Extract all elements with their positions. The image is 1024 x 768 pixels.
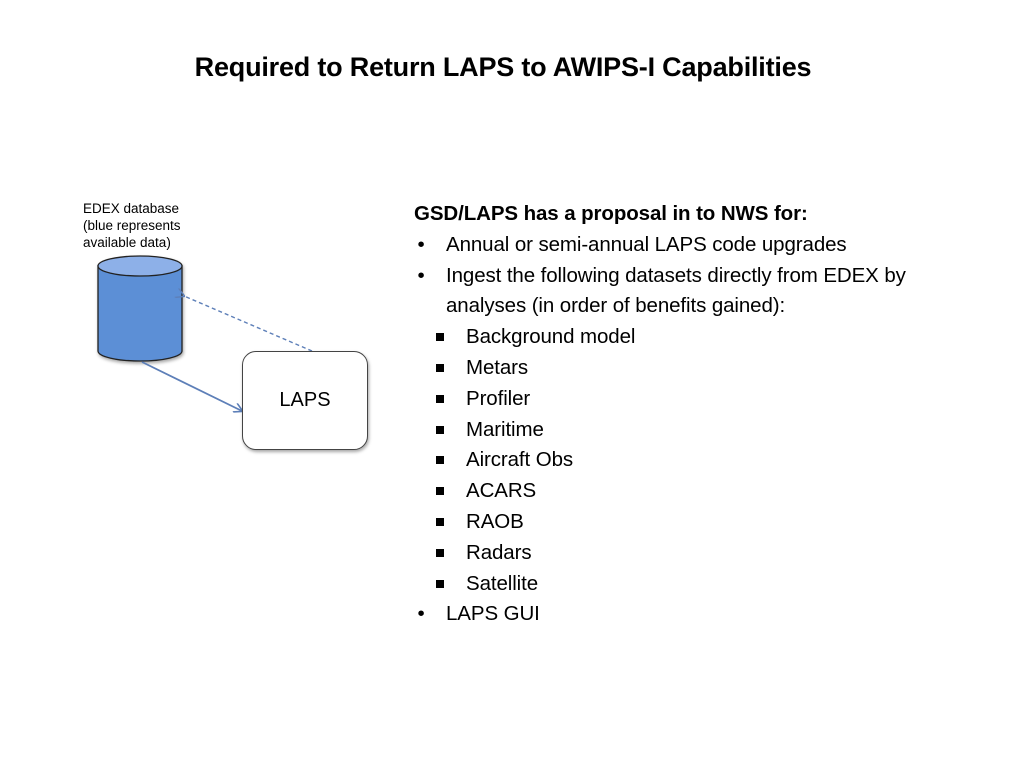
database-label-line: (blue represents <box>83 218 181 233</box>
proposal-content: GSD/LAPS has a proposal in to NWS for: •… <box>414 199 974 630</box>
list-item: • LAPS GUI <box>414 599 974 630</box>
proposal-list: • Annual or semi-annual LAPS code upgrad… <box>414 230 974 630</box>
laps-box: LAPS <box>242 351 368 450</box>
dashed-return-arrow <box>184 296 313 352</box>
dataset-item: Satellite <box>414 569 974 600</box>
proposal-heading: GSD/LAPS has a proposal in to NWS for: <box>414 202 808 225</box>
database-cylinder-icon <box>97 255 183 362</box>
list-item: • Ingest the following datasets directly… <box>414 261 974 600</box>
square-bullet-icon <box>436 548 444 557</box>
dataset-item: ACARS <box>414 476 974 507</box>
square-bullet-icon <box>436 333 444 342</box>
dataset-item: Metars <box>414 353 974 384</box>
square-bullet-icon <box>436 456 444 465</box>
square-bullet-icon <box>436 579 444 588</box>
dataset-item: Profiler <box>414 384 974 415</box>
database-label-line: EDEX database <box>83 201 180 216</box>
database-label-line: available data) <box>83 235 171 250</box>
bullet-dot-icon: • <box>417 232 425 256</box>
bullet-dot-icon: • <box>417 602 425 626</box>
bullet-dot-icon: • <box>417 263 425 287</box>
dataset-list: Background model Metars Profiler Maritim… <box>436 322 974 599</box>
square-bullet-icon <box>436 517 444 526</box>
dataset-item: Background model <box>414 322 974 353</box>
square-bullet-icon <box>436 394 444 403</box>
square-bullet-icon <box>436 425 444 434</box>
slide-title: Required to Return LAPS to AWIPS-I Capab… <box>194 52 812 82</box>
dataset-item: Aircraft Obs <box>414 445 974 476</box>
database-label: EDEX database (blue represents available… <box>83 200 233 251</box>
list-item: • Annual or semi-annual LAPS code upgrad… <box>414 230 974 261</box>
square-bullet-icon <box>436 363 444 372</box>
dataset-item: Radars <box>414 538 974 569</box>
square-bullet-icon <box>436 487 444 496</box>
dataset-item: RAOB <box>414 507 974 538</box>
solid-data-arrow <box>141 361 242 411</box>
dataset-item: Maritime <box>414 415 974 446</box>
